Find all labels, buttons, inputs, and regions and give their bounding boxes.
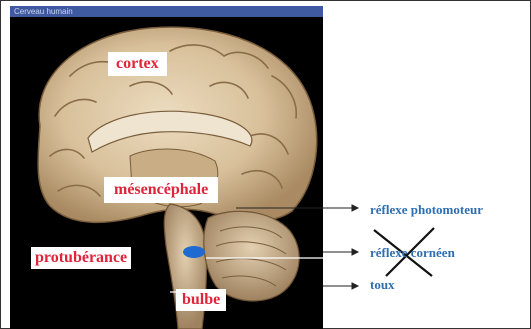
label-mesencephale: mésencéphale [104,177,218,203]
label-bulbe: bulbe [176,289,226,311]
cerebellum-shape [204,211,299,301]
photo-caption: Cerveau humain [14,6,73,17]
reflex-photomoteur: réflexe photomoteur [370,202,483,218]
label-protuberance: protubérance [31,247,131,269]
label-cortex: cortex [108,52,167,76]
reflex-toux: toux [370,277,395,293]
pons-marker [183,246,205,258]
reflex-corneen: réflexe cornéen [370,245,455,261]
